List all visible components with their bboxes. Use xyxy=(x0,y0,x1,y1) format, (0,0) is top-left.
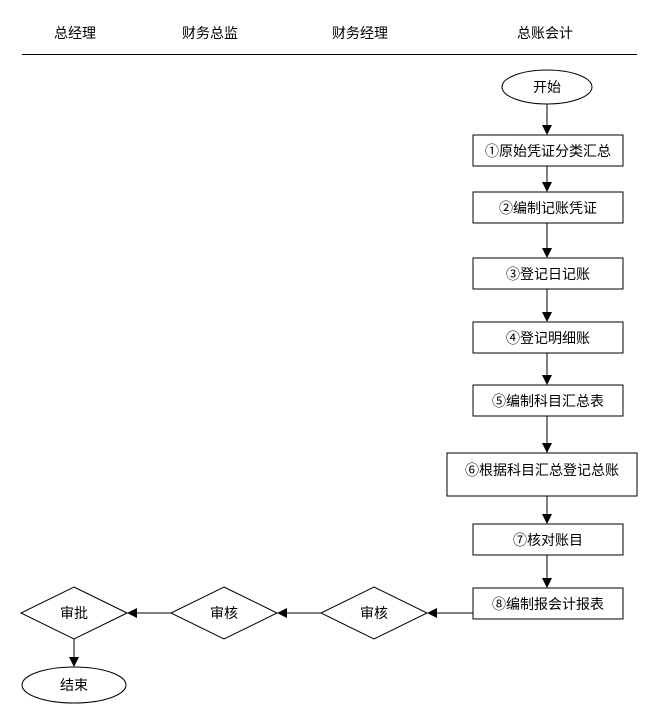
step-1-label: ①原始凭证分类汇总 xyxy=(485,144,611,160)
review-manager-diamond: 审核 xyxy=(319,586,429,640)
step-6-box: ⑥根据科目汇总登记总账 xyxy=(446,452,638,497)
step-1-box: ①原始凭证分类汇总 xyxy=(472,134,624,167)
lane-general-manager: 总经理 xyxy=(54,26,96,42)
step-3-label: ③登记日记账 xyxy=(506,267,590,283)
start-node: 开始 xyxy=(501,69,593,105)
step-8-label: ⑧编制报会计报表 xyxy=(492,597,604,613)
step-2-label: ②编制记账凭证 xyxy=(499,201,597,217)
swimlane-header: 总经理 财务总监 财务经理 总账会计 xyxy=(0,0,652,56)
review-director-label: 审核 xyxy=(210,606,238,622)
lane-finance-manager: 财务经理 xyxy=(332,26,388,42)
review-manager-label: 审核 xyxy=(360,606,388,622)
connectors xyxy=(69,104,552,667)
approve-diamond: 审批 xyxy=(19,586,129,640)
step-3-box: ③登记日记账 xyxy=(472,257,624,290)
approve-label: 审批 xyxy=(60,606,88,622)
end-node: 结束 xyxy=(21,666,127,704)
step-2-box: ②编制记账凭证 xyxy=(472,191,624,224)
step-6-label: ⑥根据科目汇总登记总账 xyxy=(465,463,619,479)
step-5-box: ⑤编制科目汇总表 xyxy=(472,384,624,417)
step-4-box: ④登记明细账 xyxy=(472,321,624,354)
step-7-label: ⑦核对账目 xyxy=(513,533,583,549)
lane-general-ledger-accountant: 总账会计 xyxy=(517,26,573,42)
header-divider xyxy=(22,54,637,55)
step-7-box: ⑦核对账目 xyxy=(472,523,624,556)
start-label: 开始 xyxy=(533,80,561,96)
lane-finance-director: 财务总监 xyxy=(182,26,238,42)
step-4-label: ④登记明细账 xyxy=(506,331,590,347)
review-director-diamond: 审核 xyxy=(169,586,279,640)
step-5-label: ⑤编制科目汇总表 xyxy=(492,394,604,410)
step-8-box: ⑧编制报会计报表 xyxy=(472,587,624,620)
end-label: 结束 xyxy=(60,678,88,694)
